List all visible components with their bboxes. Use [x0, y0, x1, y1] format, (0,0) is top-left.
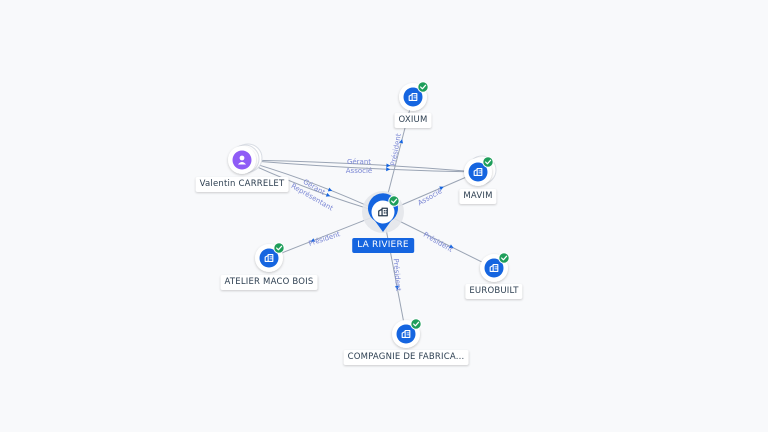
edge-label: Président	[308, 230, 342, 248]
edge-label: Associé	[417, 187, 444, 207]
node-label-la-riviere[interactable]: LA RIVIERE	[352, 238, 414, 253]
edge-arrow-icon	[439, 186, 444, 191]
node-valentin[interactable]	[228, 143, 263, 174]
edge-arrow-icon	[386, 167, 391, 172]
edge-label: Gérant	[347, 158, 371, 166]
building-icon	[473, 168, 483, 176]
edge-arrow-icon	[449, 244, 454, 249]
node-label-eurobuilt[interactable]: EUROBUILT	[465, 284, 523, 299]
edge-arrow-icon	[394, 285, 399, 290]
node-eurobuilt[interactable]	[480, 252, 510, 282]
verified-check-icon	[388, 195, 400, 207]
node-la-riviere[interactable]	[362, 191, 404, 233]
edge-label: Président	[392, 258, 403, 291]
verified-check-icon	[410, 318, 422, 330]
edge-label: Président	[422, 231, 454, 254]
node-label-compagnie[interactable]: COMPAGNIE DE FABRICA...	[343, 350, 469, 365]
node-label-mavim[interactable]: MAVIM	[459, 189, 497, 204]
edge-label: Associé	[346, 167, 372, 175]
node-label-valentin[interactable]: Valentin CARRELET	[195, 177, 289, 192]
edge-arrow-icon	[310, 238, 315, 243]
building-icon	[378, 207, 388, 217]
edge-valentin-mavim	[241, 159, 479, 173]
building-icon	[264, 254, 274, 262]
person-icon	[238, 155, 246, 165]
node-label-atelier[interactable]: ATELIER MACO BOIS	[220, 275, 318, 290]
edge-label: Président	[389, 133, 403, 167]
edge-arrow-icon	[327, 187, 333, 192]
edge-arrow-icon	[386, 163, 391, 168]
verified-check-icon	[273, 242, 285, 254]
node-label-oxium[interactable]: OXIUM	[394, 113, 432, 128]
building-icon	[401, 330, 411, 338]
edge-arrow-icon	[325, 192, 331, 197]
edge-valentin-mavim	[241, 159, 479, 173]
node-mavim[interactable]	[464, 155, 497, 186]
building-icon	[489, 264, 499, 272]
nodes	[228, 81, 510, 348]
verified-check-icon	[417, 81, 429, 93]
verified-check-icon	[498, 252, 510, 264]
edge-arrow-icon	[399, 139, 404, 144]
verified-check-icon	[482, 156, 494, 168]
node-oxium[interactable]	[399, 81, 429, 111]
node-atelier[interactable]	[255, 242, 285, 272]
node-compagnie[interactable]	[392, 318, 422, 348]
building-icon	[408, 93, 418, 101]
